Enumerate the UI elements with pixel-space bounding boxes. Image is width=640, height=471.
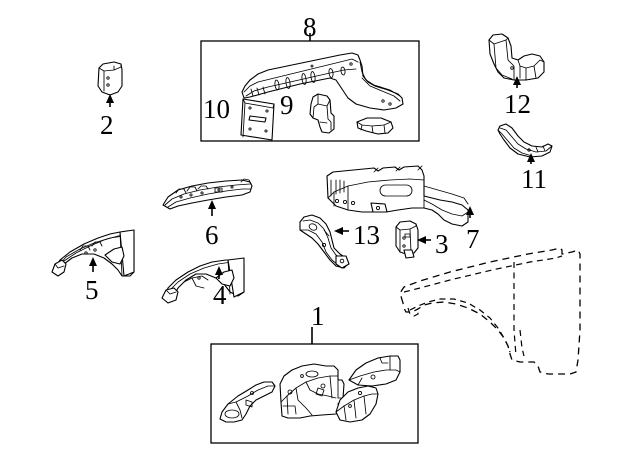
suspension-arm-part <box>299 214 350 269</box>
front-rail-main <box>241 52 404 111</box>
callout-label-5: 5 <box>85 275 99 305</box>
callout-arrow-13 <box>334 227 349 235</box>
right-wheelhouse-brace <box>51 229 135 277</box>
upper-shield <box>348 355 401 387</box>
callout-label-8: 8 <box>303 12 317 42</box>
upper-rail-reinforcement <box>162 178 253 210</box>
callout-label-9: 9 <box>280 90 294 120</box>
callout-label-7: 7 <box>466 224 480 254</box>
callout-label-4: 4 <box>213 280 227 310</box>
callout-arrow-12 <box>513 76 521 88</box>
callout-label-6: 6 <box>205 220 219 250</box>
callout-arrow-5 <box>89 257 97 272</box>
lower-shield <box>335 385 379 423</box>
lower-extension-part <box>497 123 553 158</box>
mounting-bracket-part <box>395 220 419 259</box>
callout-label-11: 11 <box>521 164 547 194</box>
callout-arrow-3 <box>417 236 431 244</box>
fender-outline-ghost <box>399 247 581 375</box>
callout-arrow-6 <box>208 200 216 216</box>
callout-label-1: 1 <box>311 301 325 331</box>
callout-arrow-2 <box>106 94 114 107</box>
plate-part <box>240 98 275 141</box>
small-curved-part <box>356 117 394 135</box>
left-wheelhouse-brace <box>161 257 245 304</box>
callout-label-13: 13 <box>353 220 380 250</box>
callout-label-10: 10 <box>203 94 230 124</box>
front-side-rail <box>326 165 469 227</box>
rail-bracket-part <box>309 93 335 134</box>
callout-label-12: 12 <box>504 89 531 119</box>
callout-arrow-4 <box>215 266 223 279</box>
small-bracket-part <box>97 61 123 96</box>
callout-label-2: 2 <box>100 110 114 140</box>
upper-bracket-part <box>488 33 545 81</box>
wheelhouse-inner <box>279 363 345 419</box>
callout-label-3: 3 <box>435 229 449 259</box>
callout-arrow-7 <box>466 206 474 218</box>
apron-extension <box>219 381 276 423</box>
inner-fender-assembly-box <box>210 327 419 444</box>
rail-assembly-box <box>200 33 420 142</box>
callout-arrow-11 <box>527 153 535 164</box>
